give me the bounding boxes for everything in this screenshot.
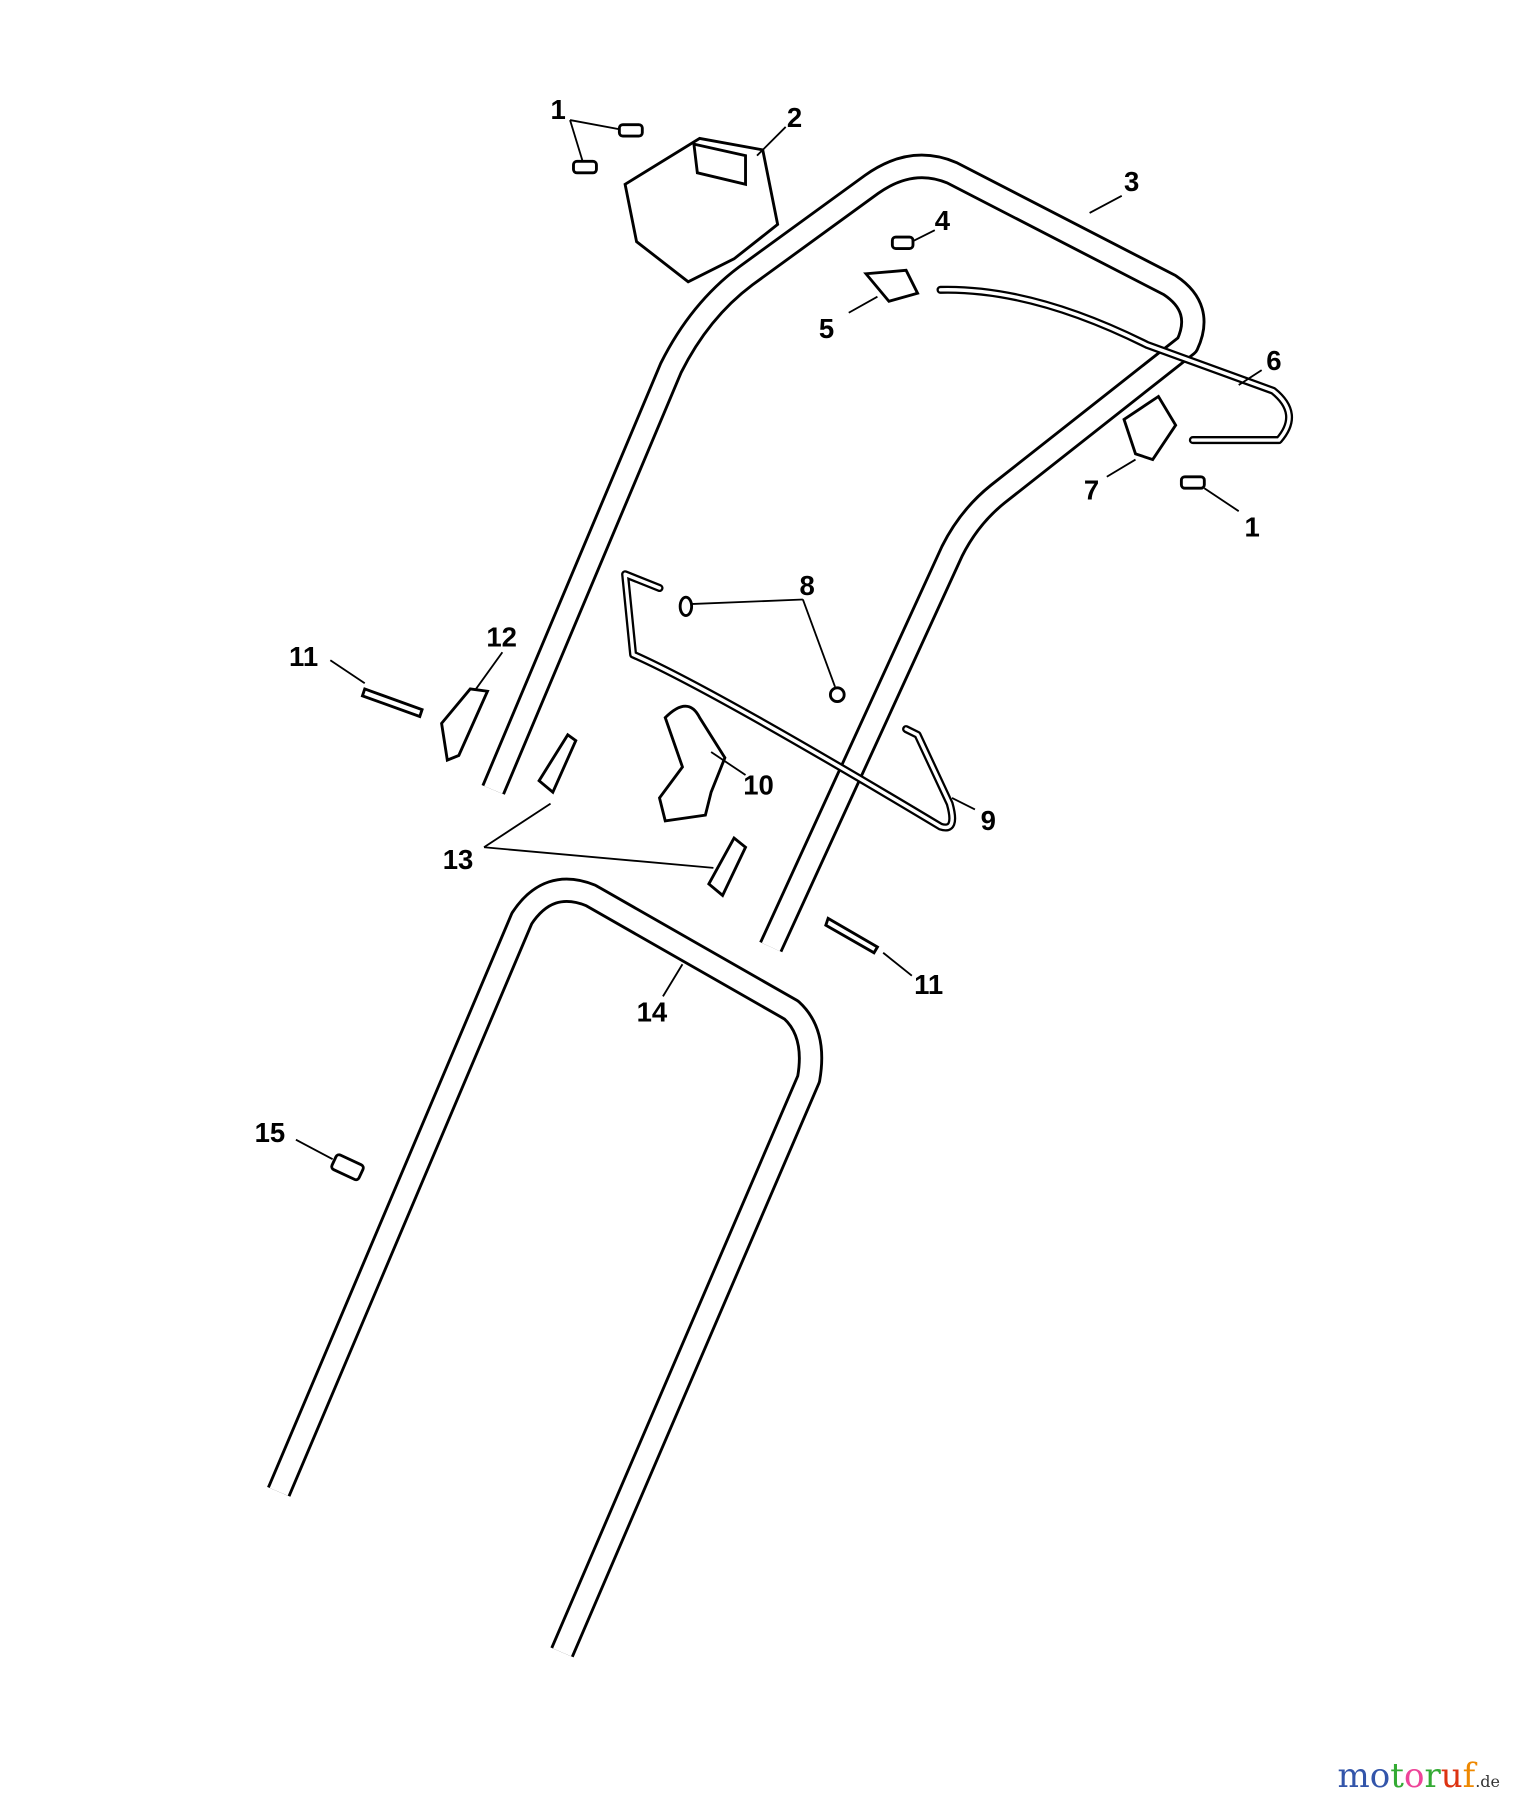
- logo-text: motoruf: [1338, 1756, 1476, 1796]
- logo-letter: t: [1390, 1756, 1404, 1796]
- logo-letter: f: [1462, 1756, 1476, 1796]
- logo-letter: u: [1440, 1756, 1463, 1796]
- callout-7: 7: [1084, 475, 1099, 506]
- callout-1b: 1: [1244, 511, 1259, 542]
- nut: [828, 686, 846, 704]
- callout-2: 2: [787, 102, 802, 133]
- callout-1: 1: [551, 94, 566, 125]
- callout-13: 13: [443, 844, 474, 875]
- upper-handle: [481, 153, 1206, 953]
- callout-15: 15: [255, 1117, 286, 1148]
- logo-letter: o: [1369, 1756, 1391, 1796]
- callout-4: 4: [935, 205, 951, 236]
- knob: [707, 835, 748, 898]
- logo-letter: m: [1337, 1756, 1370, 1796]
- callout-14: 14: [637, 997, 668, 1028]
- callout-5: 5: [819, 313, 834, 344]
- callout-12: 12: [486, 622, 517, 653]
- callout-11b: 11: [914, 969, 943, 1000]
- callout-9: 9: [981, 805, 996, 836]
- logo-suffix: .de: [1475, 1772, 1500, 1791]
- bolt: [360, 687, 424, 719]
- callout-3: 3: [1124, 166, 1139, 197]
- callout-10: 10: [743, 769, 774, 800]
- callout-8: 8: [799, 570, 814, 601]
- clip: [440, 687, 490, 763]
- bracket: [657, 704, 727, 823]
- plug: [330, 1153, 365, 1182]
- callout-6: 6: [1266, 345, 1281, 376]
- knob: [537, 732, 578, 795]
- callout-11: 11: [289, 641, 318, 672]
- logo-letter: r: [1424, 1756, 1441, 1796]
- screws: [572, 123, 1206, 490]
- cable: [936, 285, 1294, 445]
- bolt: [824, 916, 880, 955]
- leader-lines: [295, 119, 1263, 1161]
- logo: motoruf.de: [1338, 1756, 1500, 1796]
- wire-bail: [621, 570, 957, 832]
- cable-clamp: [1122, 394, 1178, 462]
- clip-ring: [678, 595, 694, 617]
- logo-letter: o: [1403, 1756, 1425, 1796]
- cable-clip: [863, 268, 920, 303]
- lower-handle: [267, 877, 824, 1658]
